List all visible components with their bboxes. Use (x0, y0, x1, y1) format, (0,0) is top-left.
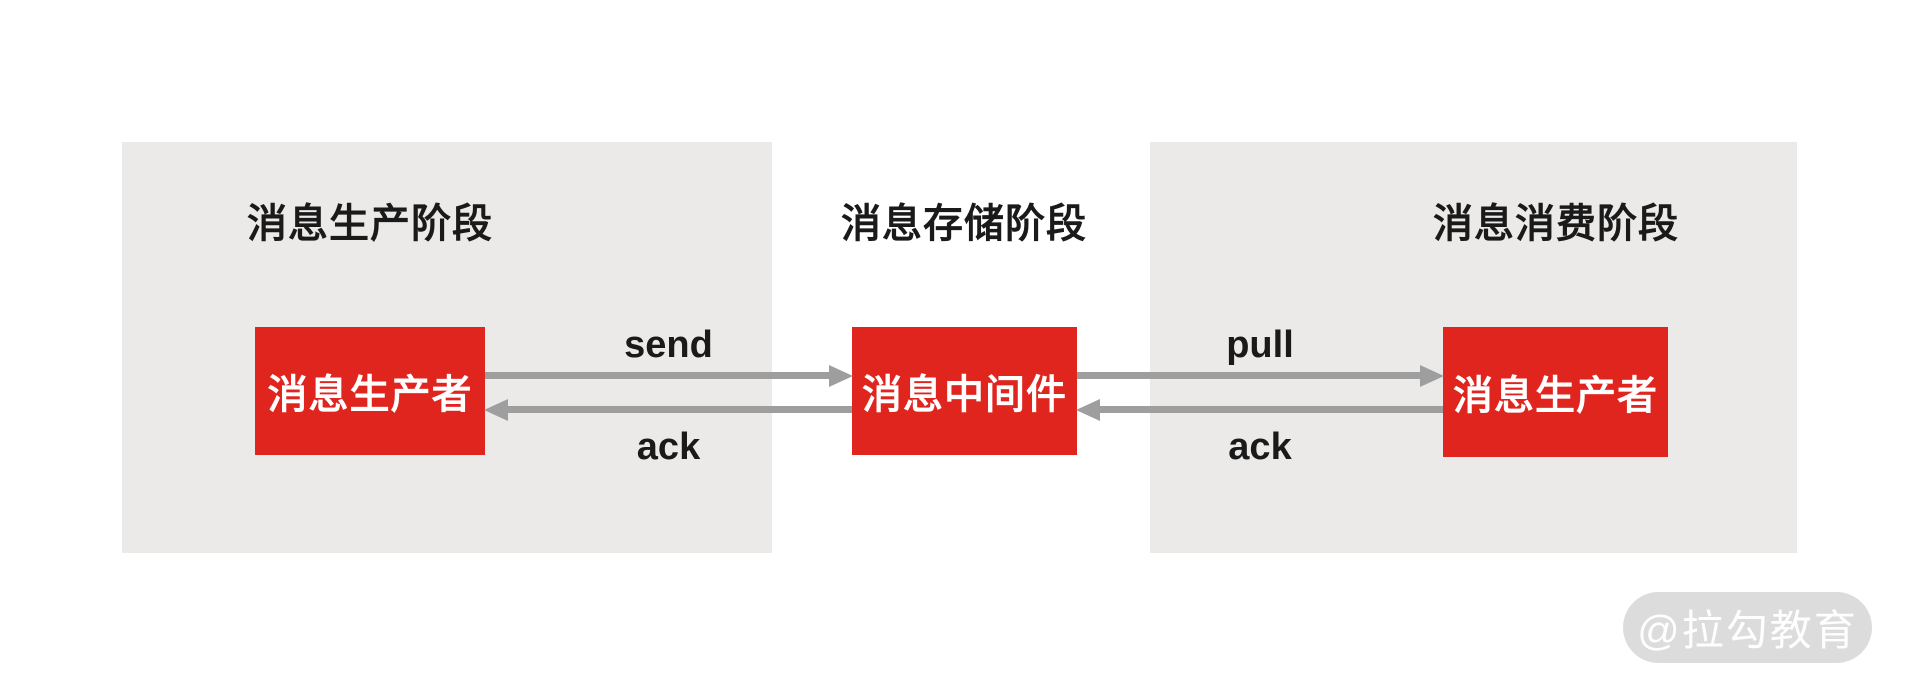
pull-arrow-shaft (1077, 372, 1421, 379)
ack-right-arrow-shaft (1099, 406, 1443, 413)
send-arrowhead-icon (829, 365, 853, 387)
production-stage-title: 消息生产阶段 (247, 202, 493, 246)
consumer-node: 消息生产者 (1443, 327, 1668, 457)
storage-stage-title: 消息存储阶段 (841, 202, 1087, 246)
pull-arrowhead-icon (1420, 365, 1444, 387)
ack-right-arrowhead-icon (1076, 399, 1100, 421)
ack-right-arrow-label: ack (1228, 426, 1292, 468)
ack-left-arrow-shaft (507, 406, 852, 413)
send-arrow-shaft (485, 372, 830, 379)
pull-arrow-label: pull (1226, 324, 1294, 366)
consumption-stage-title: 消息消费阶段 (1433, 202, 1679, 246)
broker-node: 消息中间件 (852, 327, 1077, 455)
send-arrow-label: send (624, 324, 713, 366)
ack-left-arrow-label: ack (636, 426, 701, 468)
producer-node: 消息生产者 (255, 327, 485, 455)
watermark-badge: @拉勾教育 (1623, 592, 1872, 663)
watermark-text: @拉勾教育 (1637, 607, 1858, 654)
ack-left-arrowhead-icon (484, 399, 508, 421)
